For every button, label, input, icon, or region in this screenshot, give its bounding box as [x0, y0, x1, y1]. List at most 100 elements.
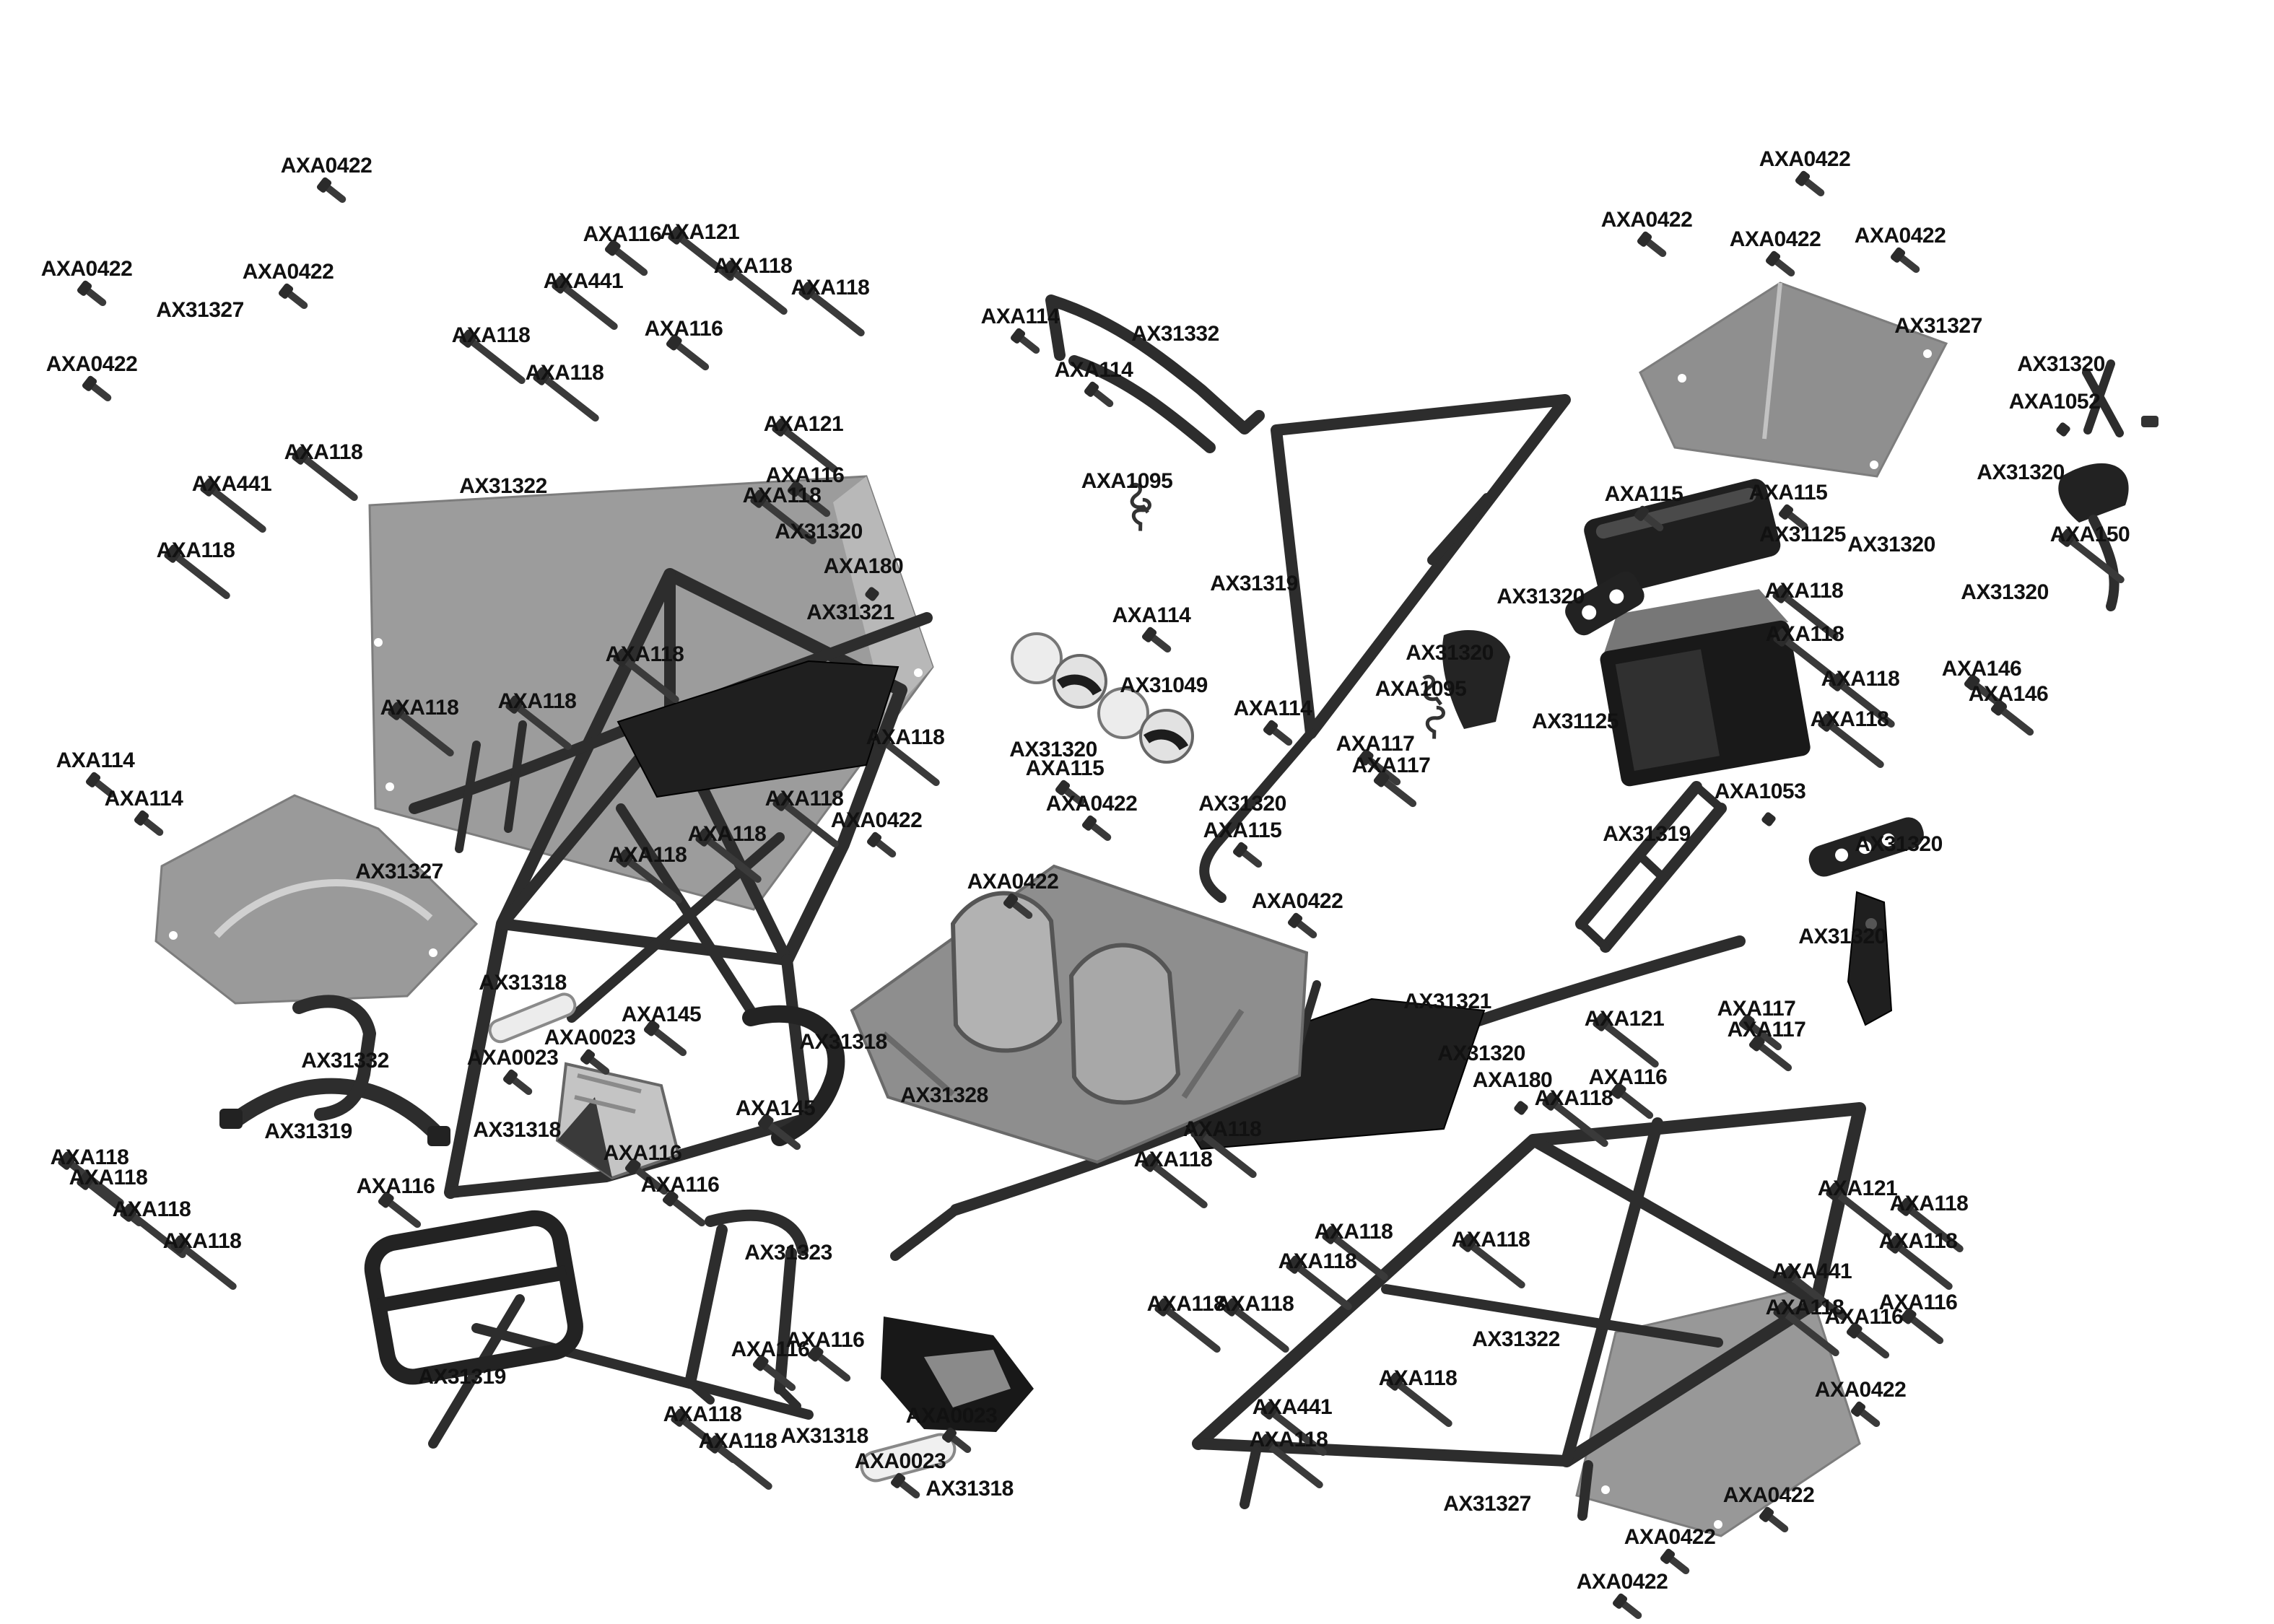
- part-label: AX31332: [301, 1049, 389, 1073]
- part-label: AXA116: [1878, 1291, 1958, 1314]
- part-label: AXA114: [980, 305, 1060, 328]
- part-label: AXA118: [742, 484, 822, 507]
- part-label: AX31322: [1472, 1327, 1560, 1351]
- part-label: AXA180: [823, 554, 904, 578]
- part-label: AXA118: [525, 361, 604, 385]
- clear-cylinder: [860, 1433, 957, 1483]
- lower-bumper-bracket: [292, 995, 376, 1121]
- part-label: AXA118: [764, 787, 844, 811]
- part-label: AX31320: [1497, 585, 1585, 608]
- part-label: AXA116: [731, 1337, 810, 1361]
- part-label: AXA121: [659, 220, 740, 244]
- rocker-arm-part: [1442, 629, 1510, 729]
- left-roll-cage: [444, 568, 907, 1199]
- part-label: AXA441: [1252, 1395, 1333, 1419]
- part-label: AXA117: [1336, 732, 1415, 756]
- part-label: AXA118: [451, 323, 531, 347]
- part-label: AXA118: [1878, 1229, 1958, 1253]
- part-label: AXA118: [687, 822, 767, 846]
- part-label: AXA0023: [905, 1404, 998, 1428]
- part-label: AXA441: [191, 472, 272, 496]
- front-chassis-rail: [409, 612, 933, 853]
- part-label: AXA118: [1215, 1292, 1294, 1316]
- part-label: AXA118: [497, 689, 577, 713]
- part-label: AXA114: [1054, 358, 1133, 382]
- part-label: AX31320: [1406, 641, 1494, 665]
- part-label: AXA115: [1748, 481, 1828, 505]
- part-label: AX31327: [355, 860, 443, 883]
- part-label: AXA121: [763, 412, 844, 436]
- part-label: AX31318: [799, 1030, 887, 1054]
- part-label: AX31320: [1961, 580, 2049, 604]
- part-label: AXA114: [56, 748, 135, 772]
- part-label: AXA121: [1584, 1007, 1665, 1031]
- part-label: AXA118: [605, 642, 684, 666]
- part-label: AXA115: [1025, 756, 1105, 780]
- part-label: AXA146: [1941, 657, 2022, 681]
- part-label: AXA118: [380, 696, 459, 720]
- driver-helmets: [1011, 632, 1194, 764]
- part-label: AX31049: [1120, 673, 1208, 697]
- roof-panel: [1639, 281, 1948, 478]
- part-label: AXA118: [663, 1402, 742, 1426]
- clear-lens-strip: [488, 992, 577, 1044]
- part-label: AXA114: [1112, 603, 1191, 627]
- part-label: AXA114: [1233, 697, 1312, 720]
- part-label: AXA118: [1765, 622, 1844, 646]
- part-label: AXA0422: [1624, 1525, 1716, 1549]
- rear-truss-brace: [1575, 781, 1727, 953]
- part-label: AXA116: [644, 317, 723, 341]
- part-label: AX31332: [1131, 322, 1219, 346]
- part-label: AXA145: [621, 1003, 702, 1026]
- part-label: AXA118: [608, 843, 687, 867]
- part-label: AXA0422: [40, 257, 133, 281]
- part-label: AXA150: [2049, 523, 2130, 546]
- part-label: AX31318: [479, 971, 567, 995]
- part-label: AXA118: [1810, 707, 1889, 731]
- part-label: AX31320: [1977, 460, 2065, 484]
- part-label: AXA116: [640, 1173, 720, 1197]
- part-label: AXA118: [156, 538, 235, 562]
- part-label: AX31318: [473, 1118, 561, 1142]
- part-label: AXA118: [162, 1229, 242, 1253]
- part-label: AXA118: [1534, 1086, 1613, 1110]
- mirror-arm: [742, 1005, 845, 1146]
- shock-tower: [1565, 571, 1644, 636]
- part-label: AXA117: [1717, 997, 1796, 1021]
- steering-knuckle-cluster: [2058, 359, 2158, 611]
- part-label: AXA118: [1314, 1220, 1393, 1244]
- part-label: AXA118: [698, 1429, 777, 1453]
- part-label: AXA0422: [1722, 1483, 1815, 1507]
- part-label: AXA118: [1821, 667, 1900, 691]
- part-label: AXA118: [1889, 1192, 1969, 1215]
- part-label: AX31320: [2017, 352, 2105, 376]
- part-label: AX31320: [1798, 925, 1886, 948]
- part-label: AXA441: [543, 269, 624, 293]
- part-label: AX31318: [925, 1477, 1014, 1501]
- part-label: AX31328: [900, 1083, 988, 1107]
- right-roll-cage: [1192, 1102, 1866, 1521]
- part-label: AXA118: [713, 254, 793, 278]
- part-label: AXA118: [866, 725, 945, 749]
- part-label: AXA0422: [1576, 1570, 1668, 1594]
- part-label: AX31321: [1403, 990, 1491, 1013]
- part-label: AXA117: [1351, 754, 1431, 777]
- part-label: AXA0422: [1045, 792, 1138, 816]
- part-label: AX31320: [775, 520, 863, 543]
- part-label: AXA0422: [280, 154, 373, 178]
- roll-hoop: [684, 1209, 809, 1410]
- part-label: AXA116: [1824, 1305, 1904, 1329]
- part-label: AXA0422: [242, 260, 334, 284]
- part-label: AXA441: [1772, 1260, 1852, 1283]
- hood-panel: [154, 794, 479, 1005]
- part-label: AXA116: [356, 1174, 435, 1198]
- part-label: AXA1052: [2008, 390, 2101, 414]
- part-label: AXA118: [1378, 1366, 1458, 1390]
- part-label: AXA118: [1146, 1292, 1226, 1316]
- part-label: AXA118: [1278, 1249, 1357, 1273]
- part-label: AXA180: [1472, 1068, 1553, 1092]
- part-label: AXA0422: [830, 808, 923, 832]
